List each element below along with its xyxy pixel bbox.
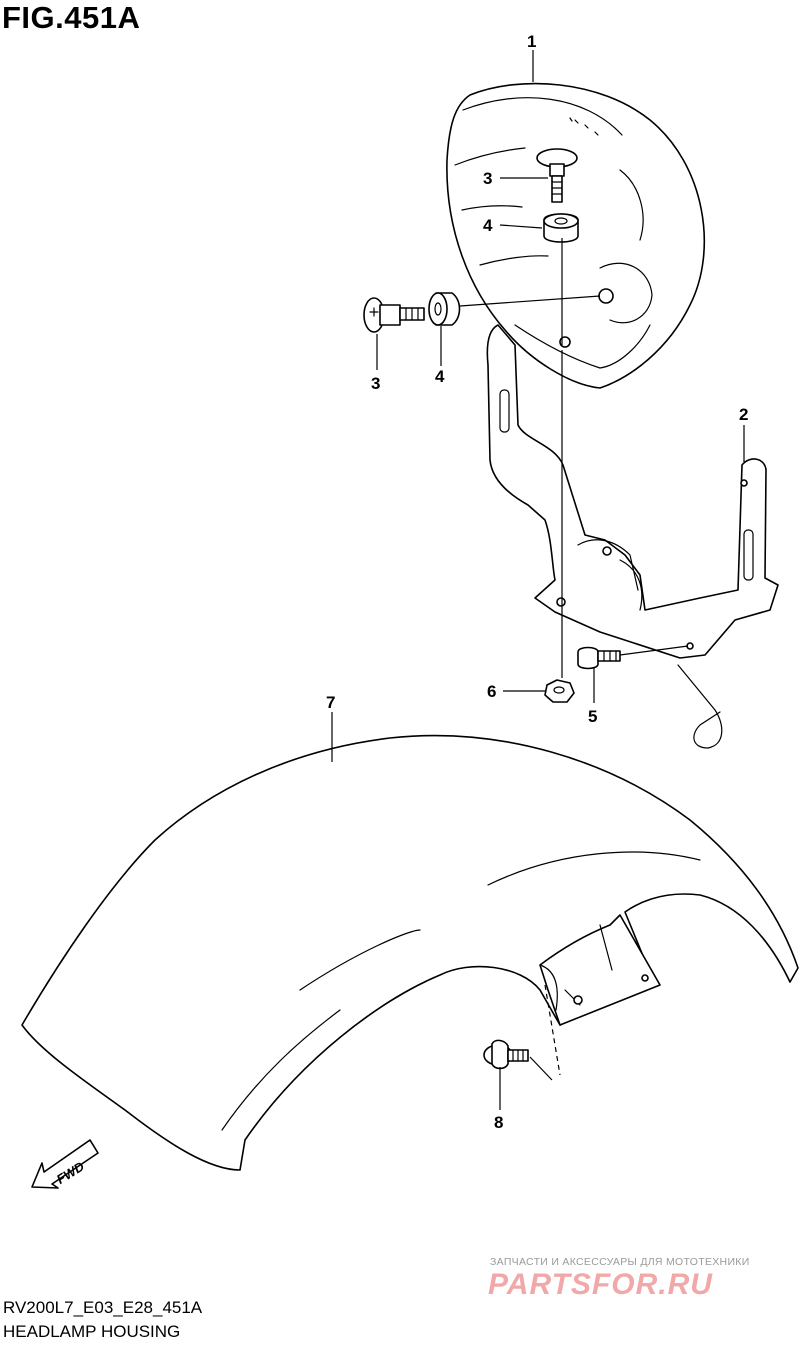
- screw-upper[interactable]: [536, 148, 578, 203]
- watermark-logo: PARTSFOR.RU: [488, 1268, 713, 1301]
- callout-1: 1: [527, 32, 536, 51]
- watermark-tagline: ЗАПЧАСТИ И АКСЕССУАРЫ ДЛЯ МОТОТЕХНИКИ: [490, 1256, 750, 1268]
- figure-code: RV200L7_E03_E28_451A: [3, 1298, 203, 1317]
- grommet-upper[interactable]: [543, 213, 579, 243]
- wire-clip: [677, 664, 723, 749]
- leader-lines: [331, 50, 745, 1110]
- figure-name: HEADLAMP HOUSING: [3, 1322, 181, 1341]
- bolt-bracket[interactable]: [577, 646, 621, 670]
- fwd-direction-arrow: FWD: [31, 1139, 99, 1189]
- flange-bolt[interactable]: [483, 1039, 529, 1070]
- nut[interactable]: [544, 679, 575, 703]
- grommet-left[interactable]: [428, 292, 461, 326]
- callout-2: 2: [739, 405, 748, 424]
- callout-3-left: 3: [371, 374, 380, 393]
- screw-left[interactable]: [363, 297, 425, 333]
- figure-title: FIG.451A: [2, 0, 141, 35]
- callout-6: 6: [487, 682, 496, 701]
- callout-5: 5: [588, 707, 597, 726]
- callout-8: 8: [494, 1113, 503, 1132]
- front-fender[interactable]: [21, 734, 799, 1171]
- callout-4-upper: 4: [483, 216, 493, 235]
- callout-4-left: 4: [435, 367, 445, 386]
- callout-3-upper: 3: [483, 169, 492, 188]
- callout-7: 7: [326, 693, 335, 712]
- headlamp-bracket[interactable]: [486, 324, 779, 659]
